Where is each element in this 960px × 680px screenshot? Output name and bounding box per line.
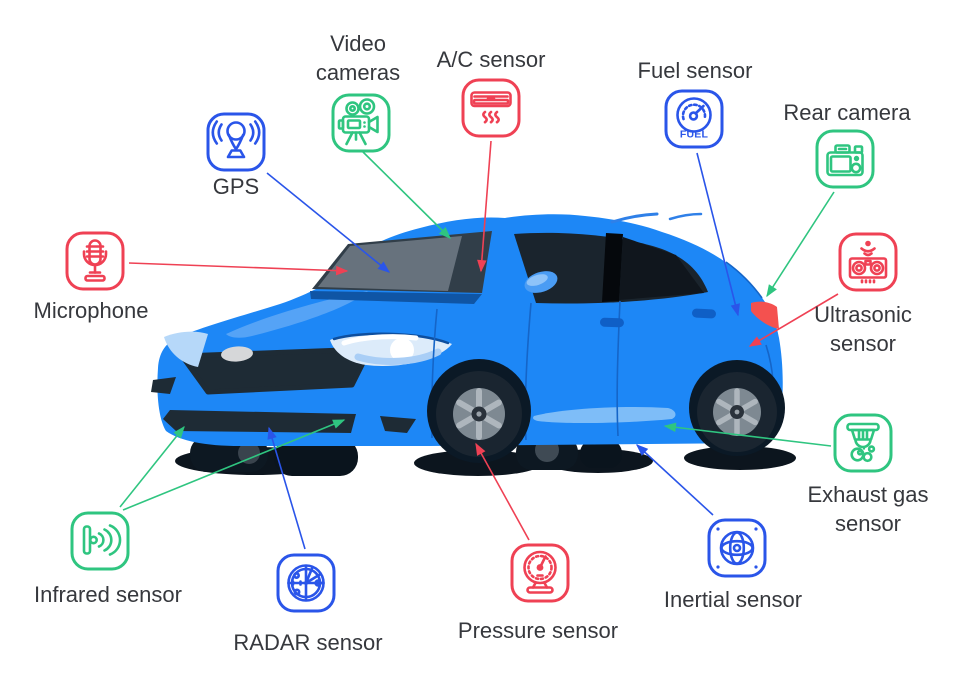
arrow-ac-sensor (477, 140, 492, 273)
left-headlight (164, 331, 208, 367)
rocker-highlight (533, 406, 676, 424)
sensor-label-infrared: Infrared sensor (34, 582, 182, 607)
video-camera-icon (329, 91, 393, 155)
arrow-exhaust-gas-sensor (663, 422, 832, 447)
sensor-label-pressure: Pressure sensor (457, 618, 619, 643)
infrared-waves-icon (68, 509, 132, 573)
gyroscope-icon (705, 516, 769, 580)
arrow-infrared-sensor-2 (122, 419, 346, 511)
sensor-label-gps: GPS (212, 174, 260, 199)
sensor-label-ultrasonic: Ultrasonic sensor (814, 302, 912, 356)
fuel-icon-text: FUEL (680, 129, 709, 141)
gps-pin-icon (204, 110, 268, 174)
front-vent (380, 416, 416, 433)
arrow-microphone (128, 262, 349, 276)
arrow-video-cameras (362, 151, 451, 239)
microphone-icon (63, 229, 127, 293)
speed-lines (610, 212, 703, 224)
hood-highlight (226, 291, 368, 338)
door-handle-rear (691, 308, 716, 319)
air-conditioner-icon (459, 76, 523, 140)
sensor-label-ac: A/C sensor (436, 47, 546, 72)
tail-light (751, 301, 779, 329)
gas-detector-icon (831, 411, 895, 475)
arrow-inertial-sensor (635, 444, 714, 516)
headlight-white-streak (341, 334, 419, 346)
arrow-ultrasonic-sensor (748, 293, 839, 347)
arrow-rear-camera (766, 191, 835, 298)
bumper-trim (151, 377, 176, 394)
pressure-gauge-icon (508, 541, 572, 605)
sensor-label-rear-camera: Rear camera (783, 100, 911, 125)
arrow-fuel-sensor (696, 152, 740, 317)
front-wheel (427, 359, 531, 463)
arrow-pressure-sensor (475, 442, 530, 541)
sensor-label-radar: RADAR sensor (233, 630, 383, 655)
photo-camera-icon (813, 127, 877, 191)
windshield-reflection (318, 236, 462, 291)
b-pillar (602, 233, 623, 302)
sensor-label-exhaust-gas: Exhaust gas sensor (807, 482, 929, 536)
fuel-gauge-icon: FUEL (662, 87, 726, 151)
headlight-blue-streak (354, 348, 442, 365)
cowl-shadow (310, 291, 482, 304)
front-air-intake (163, 410, 356, 433)
front-badge (221, 346, 253, 362)
door-handle-front (599, 317, 624, 328)
sensor-label-inertial: Inertial sensor (663, 587, 803, 612)
headlight-bulb (390, 338, 414, 362)
headlight-top-line (332, 332, 450, 345)
arrow-gps (266, 172, 391, 273)
rear-wheel (689, 360, 785, 456)
ultrasonic-module-icon (836, 230, 900, 294)
sensor-label-microphone: Microphone (33, 298, 149, 323)
sensor-label-video-cameras: Video cameras (315, 31, 401, 85)
radar-screen-icon (274, 551, 338, 615)
side-mirror (524, 271, 558, 293)
arrow-radar-sensor (267, 426, 306, 550)
rear-quarter-window (619, 237, 704, 300)
sensor-label-fuel: Fuel sensor (637, 58, 753, 83)
arrow-infrared-sensor-1 (119, 425, 185, 508)
